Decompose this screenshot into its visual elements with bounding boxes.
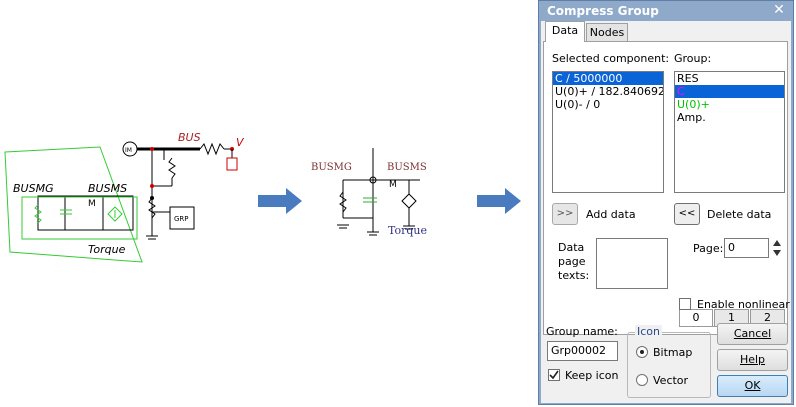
icon-groupbox-label: Icon xyxy=(635,325,662,338)
middle-busms-label: BUSMS xyxy=(387,162,427,173)
help-button[interactable]: Help xyxy=(717,349,788,371)
list-item[interactable]: RES xyxy=(677,72,699,85)
left-busms-label: BUSMS xyxy=(88,182,127,195)
bitmap-label: Bitmap xyxy=(653,346,693,359)
vertical-branch xyxy=(146,149,176,240)
page-tab-0[interactable]: 0 xyxy=(679,309,713,327)
spinner-arrows-icon[interactable] xyxy=(771,238,783,258)
selected-component-label: Selected component: xyxy=(552,52,670,65)
left-torque-label: Torque xyxy=(88,243,126,256)
delete-data-button[interactable]: << xyxy=(674,203,700,225)
add-data-button[interactable]: >> xyxy=(552,203,578,225)
help-button-label: Help xyxy=(739,353,766,366)
cancel-button[interactable]: Cancel xyxy=(717,323,788,345)
data-page-texts-label: Data page texts: xyxy=(558,241,590,282)
group-name-input[interactable]: Grp00002 xyxy=(547,341,618,361)
dialog-title: Compress Group xyxy=(547,4,659,18)
left-im-label: IM xyxy=(125,147,132,154)
bus-resistor xyxy=(199,142,225,156)
tab-panel-data: Selected component: Group: C / 5000000 U… xyxy=(543,41,788,335)
voltmeter-icon xyxy=(226,157,238,171)
inner-green xyxy=(21,196,138,240)
list-item[interactable]: C / 5000000 xyxy=(553,72,663,85)
left-v-label: V xyxy=(236,136,245,149)
page-input[interactable]: 0 xyxy=(724,238,769,258)
page-spinner[interactable] xyxy=(771,238,783,258)
middle-m-label: M xyxy=(389,180,397,190)
check-icon xyxy=(549,370,559,380)
list-item[interactable]: U(0)- / 0 xyxy=(555,98,601,111)
left-bus-label: BUS xyxy=(178,131,201,144)
group-label: Group: xyxy=(674,52,712,65)
inner-wiring xyxy=(37,195,134,231)
schematic-left: BUSMG BUSMS Torque M IM BUS V GRP xyxy=(4,131,245,263)
middle-torque-label: Torque xyxy=(388,224,427,237)
compress-group-dialog: Compress Group ✕ Data Nodes Selected com… xyxy=(538,0,794,405)
grp-box xyxy=(169,206,195,230)
group-list[interactable]: RES C U(0)+ Amp. xyxy=(674,71,785,193)
cancel-button-label: Cancel xyxy=(733,327,772,340)
keep-icon-checkbox[interactable] xyxy=(548,369,560,381)
list-item[interactable]: U(0)+ xyxy=(677,98,710,111)
keep-icon-label: Keep icon xyxy=(565,369,619,382)
list-item[interactable]: Amp. xyxy=(677,111,706,124)
add-data-label: Add data xyxy=(586,208,636,221)
enable-nonlinear-checkbox[interactable] xyxy=(679,298,691,310)
vector-radio[interactable] xyxy=(636,374,648,386)
left-busmg-label: BUSMG xyxy=(13,182,54,195)
icon-groupbox xyxy=(627,332,711,398)
middle-busmg-label: BUSMG xyxy=(311,162,352,173)
dialog-client: Data Nodes Selected component: Group: C … xyxy=(541,21,791,403)
enable-nonlinear-label: Enable nonlinear xyxy=(697,298,790,311)
delete-data-label: Delete data xyxy=(707,208,772,221)
page-label: Page: xyxy=(693,242,724,255)
tab-nodes[interactable]: Nodes xyxy=(586,23,628,41)
bitmap-radio[interactable] xyxy=(636,346,648,358)
arrow-right-icon-2 xyxy=(477,188,521,214)
left-m-label: M xyxy=(88,199,96,209)
left-grp-label: GRP xyxy=(174,215,189,223)
tab-data[interactable]: Data xyxy=(545,21,585,42)
group-name-label: Group name: xyxy=(546,325,618,338)
close-icon[interactable]: ✕ xyxy=(773,2,785,18)
list-item[interactable]: C xyxy=(675,85,784,98)
list-item[interactable]: U(0)+ / 182.840692 xyxy=(555,85,664,98)
vector-label: Vector xyxy=(653,374,689,387)
selection-outline xyxy=(4,146,143,263)
arrow-right-icon-1 xyxy=(258,188,302,214)
ok-button-label: OK xyxy=(744,379,761,392)
schematic-middle: BUSMG BUSMS Torque M xyxy=(311,148,427,237)
data-page-texts-input[interactable] xyxy=(596,238,668,289)
selected-component-list[interactable]: C / 5000000 U(0)+ / 182.840692 U(0)- / 0 xyxy=(552,71,664,193)
ok-button[interactable]: OK xyxy=(717,375,788,397)
